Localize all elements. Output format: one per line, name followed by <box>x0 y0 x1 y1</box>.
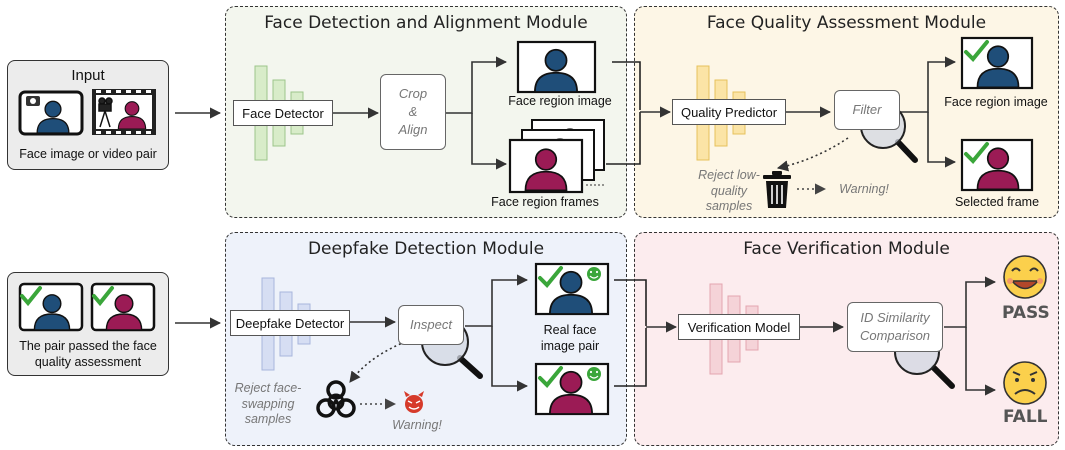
reject-face-swapping-label: Reject face- swapping samples <box>228 381 308 428</box>
align-text: Align <box>398 122 428 138</box>
deepfake-detector-box: Deepfake Detector <box>230 310 350 336</box>
fail-label: FALL <box>1003 407 1048 427</box>
real-face-maroon <box>534 362 610 416</box>
input-caption: Face image or video pair <box>19 147 157 161</box>
inspect-text: Inspect <box>410 316 452 332</box>
face-verification-module: Face Verification Module <box>634 232 1059 446</box>
devil-icon <box>404 391 424 413</box>
quality-module-title: Face Quality Assessment Module <box>706 13 987 33</box>
passed-blue-face-icon <box>18 282 84 332</box>
face-region-frames-label: Face region frames <box>491 195 599 209</box>
trash-icon <box>763 171 791 208</box>
deepfake-module-title: Deepfake Detection Module <box>307 239 545 259</box>
reject-low-quality-label: Reject low- quality samples <box>688 168 770 215</box>
id-similarity-line2: Comparison <box>859 328 931 343</box>
biohazard-icon <box>316 380 356 418</box>
quality-predictor-box: Quality Predictor <box>672 99 786 125</box>
inspect-box: Inspect <box>398 305 464 345</box>
happy-face-icon <box>1003 255 1047 299</box>
reject-low-line2: quality samples <box>705 183 753 214</box>
passed-caption-line2: quality assessment <box>34 355 142 369</box>
face-region-frames <box>508 119 605 194</box>
detection-module-title: Face Detection and Alignment Module <box>264 13 588 33</box>
real-face-blue <box>534 262 610 316</box>
filter-box: Filter <box>834 90 900 130</box>
pass-label: PASS <box>1002 303 1050 323</box>
face-region-image-label: Face region image <box>508 94 612 108</box>
selected-frame <box>960 138 1034 192</box>
selected-frame-label: Selected frame <box>954 195 1040 209</box>
id-similarity-box: ID Similarity Comparison <box>847 302 943 352</box>
verification-model-box: Verification Model <box>678 314 800 340</box>
face-region-image <box>516 40 597 94</box>
crop-align-box: Crop & Align <box>380 74 446 150</box>
face-detector-box: Face Detector <box>233 100 333 126</box>
input-title: Input <box>71 67 105 84</box>
passed-caption-line1: The pair passed the face <box>19 339 157 353</box>
id-similarity-line1: ID Similarity <box>860 309 930 325</box>
real-face-line2: image pair <box>540 339 600 353</box>
deepfake-warning-label: Warning! <box>392 418 442 432</box>
crop-text: Crop <box>398 85 428 101</box>
reject-low-line1: Reject low- <box>698 168 760 182</box>
ampersand-text: & <box>408 103 418 119</box>
monitor-icon <box>18 90 84 136</box>
quality-warning-label: Warning! <box>839 182 889 196</box>
quality-face-region-image-label: Face region image <box>944 95 1048 109</box>
filter-text: Filter <box>852 101 882 117</box>
reject-swap-line3: samples <box>244 412 292 427</box>
camera-tripod-icon <box>98 97 113 128</box>
real-face-label: Real face image pair <box>520 322 620 354</box>
quality-face-region-image <box>960 36 1034 90</box>
reject-swap-line2: swapping <box>241 396 295 411</box>
passed-maroon-face-icon <box>90 282 156 332</box>
real-face-line1: Real face <box>543 323 597 337</box>
reject-swap-line1: Reject face- <box>234 381 302 395</box>
sad-face-icon <box>1003 361 1047 405</box>
video-frame-icon <box>92 89 156 135</box>
verification-module-title: Face Verification Module <box>743 239 950 259</box>
